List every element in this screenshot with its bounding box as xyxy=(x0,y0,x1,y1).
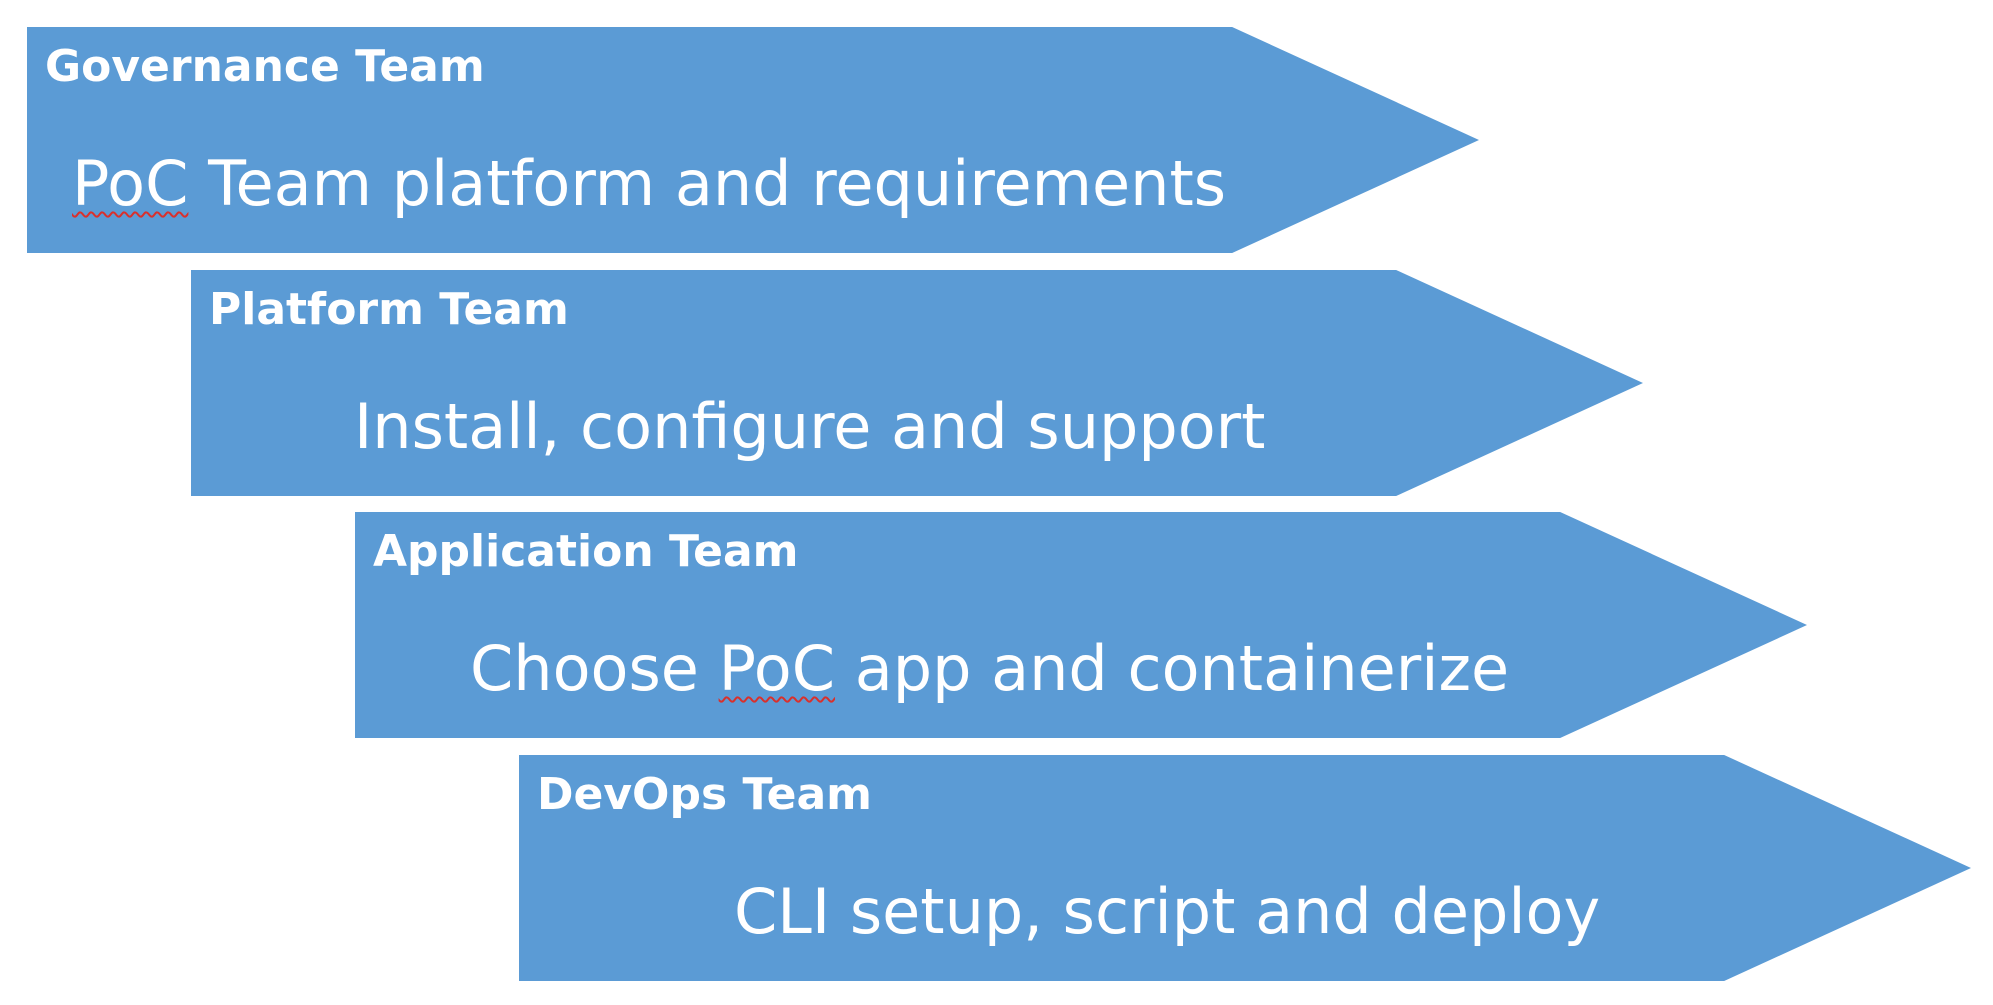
application-team-description-start: Choose xyxy=(470,632,719,705)
governance-team-title: Governance Team xyxy=(45,41,485,92)
platform-team-description: Install, configure and support xyxy=(354,390,1266,463)
devops-team-arrow: DevOps Team CLI setup, script and deploy xyxy=(519,755,1971,981)
platform-team-title: Platform Team xyxy=(209,284,569,335)
platform-team-arrow: Platform Team Install, configure and sup… xyxy=(191,270,1643,496)
spellcheck-flagged-word: PoC xyxy=(718,632,836,705)
application-team-title: Application Team xyxy=(373,526,799,577)
devops-team-description: CLI setup, script and deploy xyxy=(734,875,1601,948)
spellcheck-flagged-word: PoC xyxy=(72,147,189,220)
devops-team-title: DevOps Team xyxy=(537,769,873,820)
application-team-description-end: app and containerize xyxy=(835,632,1510,705)
governance-team-arrow: Governance Team PoC Team platform and re… xyxy=(27,27,1479,253)
governance-team-description: PoC Team platform and requirements xyxy=(72,147,1226,221)
application-team-arrow: Application Team Choose PoC app and cont… xyxy=(355,512,1807,738)
application-team-description: Choose PoC app and containerize xyxy=(470,632,1509,706)
governance-team-description-rest: Team platform and requirements xyxy=(188,147,1227,220)
